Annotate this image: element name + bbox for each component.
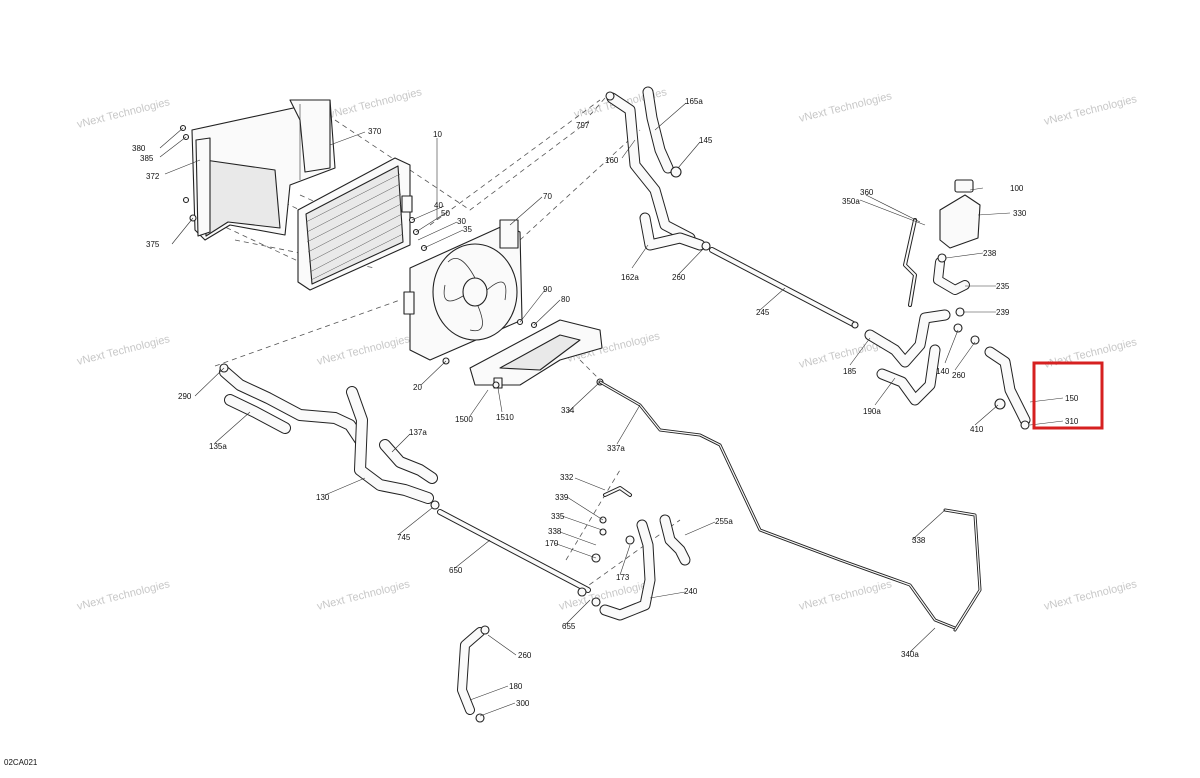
- highlight-box[interactable]: [1032, 361, 1104, 430]
- callout-185: 185: [843, 367, 857, 376]
- callout-410: 410: [970, 425, 984, 434]
- callout-332: 332: [560, 473, 574, 482]
- callout-235: 235: [996, 282, 1010, 291]
- cooling-fan-assembly: [403, 219, 523, 361]
- watermark: vNext Technologies: [76, 96, 172, 131]
- watermark: vNext Technologies: [1043, 93, 1139, 128]
- callout-372: 372: [146, 172, 160, 181]
- callout-70: 70: [543, 192, 552, 201]
- callout-338-right: 338: [912, 536, 926, 545]
- watermark: vNext Technologies: [76, 578, 172, 613]
- callout-339: 339: [555, 493, 569, 502]
- callout-260-right: 260: [952, 371, 966, 380]
- callout-40: 40: [434, 201, 443, 210]
- callout-165a: 165a: [685, 97, 703, 106]
- callout-334: 334: [561, 406, 575, 415]
- callout-245: 245: [756, 308, 770, 317]
- coolant-hoses: [219, 86, 1031, 715]
- callout-650: 650: [449, 566, 463, 575]
- callout-137a: 137a: [409, 428, 427, 437]
- callout-1510: 1510: [496, 413, 514, 422]
- watermark: vNext Technologies: [328, 86, 424, 121]
- callout-238: 238: [983, 249, 997, 258]
- callout-170: 170: [545, 539, 559, 548]
- callout-350a: 350a: [842, 197, 860, 206]
- callout-385: 385: [140, 154, 154, 163]
- callout-360: 360: [860, 188, 874, 197]
- callout-90: 90: [543, 285, 552, 294]
- callout-380: 380: [132, 144, 146, 153]
- watermark: vNext Technologies: [798, 578, 894, 613]
- callout-10: 10: [433, 130, 442, 139]
- watermark: vNext Technologies: [1043, 578, 1139, 613]
- callout-260-top: 260: [672, 273, 686, 282]
- callout-140: 140: [936, 367, 950, 376]
- callout-370: 370: [368, 127, 382, 136]
- callout-330: 330: [1013, 209, 1027, 218]
- callout-375: 375: [146, 240, 160, 249]
- callout-160: 160: [605, 156, 619, 165]
- leader-lines: [159, 102, 1064, 717]
- callout-255a: 255a: [715, 517, 733, 526]
- callout-338-left: 338: [548, 527, 562, 536]
- callout-labels: 380 385 372 375 370 10 40 50 30 35 70 90…: [132, 97, 1079, 708]
- watermark: vNext Technologies: [316, 578, 412, 613]
- callout-30: 30: [457, 217, 466, 226]
- callout-130: 130: [316, 493, 330, 502]
- expansion-tank: [939, 179, 981, 249]
- callout-335: 335: [551, 512, 565, 521]
- callout-50: 50: [441, 209, 450, 218]
- callout-80: 80: [561, 295, 570, 304]
- callout-260-bottom: 260: [518, 651, 532, 660]
- callout-135a: 135a: [209, 442, 227, 451]
- callout-100: 100: [1010, 184, 1024, 193]
- callout-290: 290: [178, 392, 192, 401]
- callout-1500: 1500: [455, 415, 473, 424]
- callout-337a: 337a: [607, 444, 625, 453]
- callout-150: 150: [1065, 394, 1079, 403]
- callout-745: 745: [397, 533, 411, 542]
- callout-239: 239: [996, 308, 1010, 317]
- callout-162a: 162a: [621, 273, 639, 282]
- callout-797: 797: [576, 121, 590, 130]
- callout-190a: 190a: [863, 407, 881, 416]
- callout-35: 35: [463, 225, 472, 234]
- callout-173: 173: [616, 573, 630, 582]
- callout-340a: 340a: [901, 650, 919, 659]
- radiator-shroud-bracket: [191, 99, 336, 241]
- watermark: vNext Technologies: [1043, 336, 1139, 371]
- callout-655: 655: [562, 622, 576, 631]
- callout-145: 145: [699, 136, 713, 145]
- radiator: [297, 157, 413, 291]
- callout-300: 300: [516, 699, 530, 708]
- watermark: vNext Technologies: [798, 90, 894, 125]
- watermark: vNext Technologies: [76, 333, 172, 368]
- callout-240: 240: [684, 587, 698, 596]
- drawing-code: 02CA021: [4, 758, 38, 767]
- watermark: vNext Technologies: [316, 333, 412, 368]
- callout-20: 20: [413, 383, 422, 392]
- callout-180: 180: [509, 682, 523, 691]
- callout-310: 310: [1065, 417, 1079, 426]
